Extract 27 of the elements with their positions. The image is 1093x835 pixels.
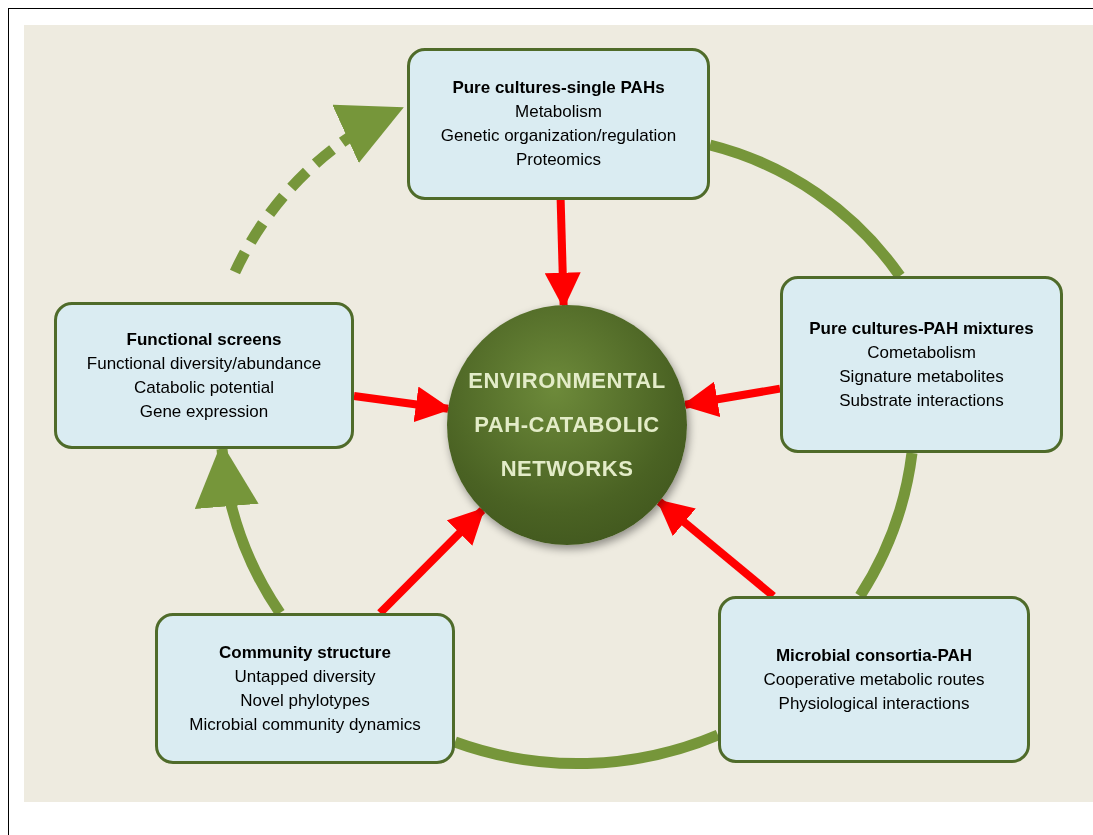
box-item: Substrate interactions xyxy=(839,389,1004,412)
box-item: Physiological interactions xyxy=(778,692,970,715)
topic-box xyxy=(407,48,710,200)
connector-arc xyxy=(453,729,720,769)
box-item: Cooperative metabolic routes xyxy=(763,668,985,691)
box-heading: Pure cultures-single PAHs xyxy=(452,77,665,99)
box-item: Genetic organization/regulation xyxy=(440,125,677,147)
box-heading: Community structure xyxy=(219,641,391,664)
topic-box xyxy=(780,276,1063,453)
topic-box xyxy=(718,596,1030,763)
center-title: ENVIRONMENTAL PAH-CATABOLIC NETWORKS xyxy=(467,367,667,483)
box-item: Proteomics xyxy=(516,149,601,171)
topic-box xyxy=(155,613,455,764)
box-heading: Functional screens xyxy=(126,328,282,351)
box-item: Signature metabolites xyxy=(839,365,1004,388)
box-item: Catabolic potential xyxy=(134,376,274,399)
box-heading: Pure cultures-PAH mixtures xyxy=(809,317,1034,340)
box-item: Novel phylotypes xyxy=(240,689,370,712)
box-heading: Microbial consortia-PAH xyxy=(775,644,973,667)
dashed-arrow xyxy=(230,105,404,275)
box-item: Gene expression xyxy=(139,400,269,423)
topic-box xyxy=(54,302,354,449)
box-item: Functional diversity/abundance xyxy=(86,352,322,375)
box-item: Untapped diversity xyxy=(234,665,376,688)
box-item: Metabolism xyxy=(515,101,602,123)
box-item: Cometabolism xyxy=(867,341,976,364)
box-item: Microbial community dynamics xyxy=(189,713,421,736)
